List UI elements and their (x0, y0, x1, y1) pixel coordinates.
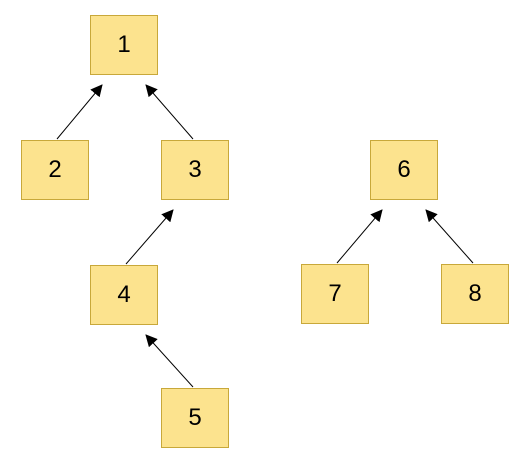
node-3: 3 (161, 140, 229, 200)
edge-2-to-1 (56, 84, 103, 140)
node-6-label: 6 (397, 156, 411, 183)
edge-4-to-3 (125, 209, 174, 265)
node-7: 7 (301, 264, 369, 324)
node-7-label: 7 (328, 280, 342, 307)
edge-3-to-1 (145, 84, 194, 140)
node-8: 8 (441, 264, 509, 324)
node-4: 4 (90, 265, 158, 325)
node-1-label: 1 (117, 31, 131, 58)
node-5-label: 5 (188, 404, 202, 431)
node-6: 6 (370, 140, 438, 200)
edge-5-to-4 (145, 334, 194, 388)
node-1: 1 (90, 15, 158, 75)
node-8-label: 8 (468, 280, 482, 307)
edge-8-to-6 (425, 209, 474, 264)
edge-7-to-6 (336, 209, 383, 264)
node-2-label: 2 (48, 156, 62, 183)
node-3-label: 3 (188, 156, 202, 183)
node-5: 5 (161, 388, 229, 448)
node-4-label: 4 (117, 281, 131, 308)
node-2: 2 (21, 140, 89, 200)
